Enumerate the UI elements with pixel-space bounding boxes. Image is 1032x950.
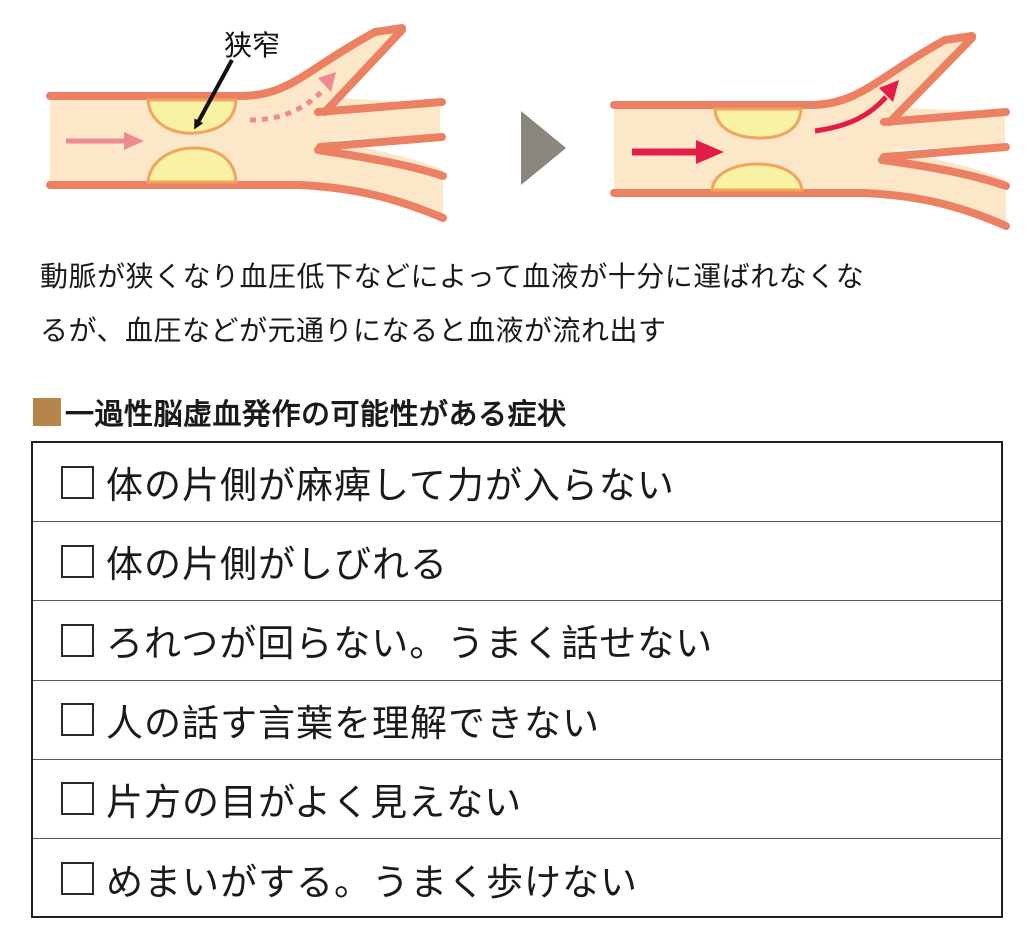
checklist-item-text: 片方の目がよく見えない — [106, 780, 523, 824]
explanation-caption: 動脈が狭くなり血圧低下などによって血液が十分に運ばれなくな るが、血圧などが元通… — [40, 250, 1015, 358]
checkbox-icon[interactable] — [61, 862, 94, 896]
left-upper-branch-wall — [321, 26, 406, 116]
checklist-item[interactable]: 体の片側がしびれる — [33, 522, 1001, 602]
left-vessel-top-wall — [46, 24, 406, 100]
caption-line-2: るが、血圧などが元通りになると血液が流れ出す — [40, 314, 667, 347]
checklist-item-text: ろれつが回らない。うまく話せない — [106, 622, 714, 666]
checklist-item[interactable]: ろれつが回らない。うまく話せない — [33, 601, 1001, 681]
right-upper-branch-wall — [886, 34, 976, 126]
left-middle-branch-top-wall — [314, 98, 446, 116]
checklist-item-text: 人の話す言葉を理解できない — [106, 701, 600, 745]
checkbox-icon[interactable] — [61, 623, 94, 657]
checkbox-icon[interactable] — [61, 703, 94, 737]
weak-flow-arrow-head — [124, 132, 144, 150]
checklist-item[interactable]: 体の片側が麻痺して力が入らない — [33, 443, 1001, 523]
section-title-text: 一過性脳虚血発作の可能性がある症状 — [65, 397, 567, 431]
section-heading: 一過性脳虚血発作の可能性がある症状 — [33, 389, 567, 435]
checkbox-icon[interactable] — [61, 544, 94, 578]
left-middle-branch-bottom-wall — [316, 133, 446, 151]
dotted-flow-arrow-head — [318, 72, 336, 92]
caption-line-1: 動脈が狭くなり血圧低下などによって血液が十分に運ばれなくな — [40, 260, 865, 293]
restored-artery — [610, 32, 1010, 230]
left-lower-plaque — [146, 146, 238, 184]
right-lower-plaque — [710, 162, 804, 192]
left-vessel-body — [50, 28, 443, 215]
square-marker-icon — [33, 398, 61, 426]
right-upper-plaque — [713, 107, 803, 140]
right-triangle-arrow-icon — [521, 111, 566, 185]
right-vessel-bottom-wall — [610, 189, 1010, 230]
left-vessel-bottom-wall — [46, 181, 447, 222]
dotted-flow-arrow — [249, 86, 327, 123]
branch-flow-arrow — [814, 95, 888, 134]
strong-flow-arrow-head — [696, 140, 724, 164]
checklist-item-text: めまいがする。うまく歩けない — [106, 860, 638, 904]
symptom-checklist: 体の片側が麻痺して力が入らない 体の片側がしびれる ろれつが回らない。うまく話せ… — [31, 441, 1003, 918]
checklist-item-text: 体の片側が麻痺して力が入らない — [106, 464, 675, 508]
left-upper-plaque — [146, 98, 238, 135]
branch-flow-arrow-head — [879, 80, 899, 102]
left-lower-branch-wall — [314, 146, 447, 180]
checkbox-icon[interactable] — [61, 465, 94, 499]
checklist-item[interactable]: 片方の目がよく見えない — [33, 760, 1001, 839]
right-lower-branch-wall — [878, 156, 1010, 190]
right-middle-branch-bottom-wall — [880, 143, 1010, 161]
right-middle-branch-top-wall — [880, 108, 1010, 126]
right-vessel-top-wall — [610, 32, 976, 109]
right-vessel-body — [614, 36, 1006, 222]
checklist-item-text: 体の片側がしびれる — [106, 543, 448, 587]
stenosis-label: 狭窄 — [224, 29, 280, 62]
narrowed-artery: 狭窄 — [46, 24, 447, 222]
checkbox-icon[interactable] — [61, 782, 94, 816]
checklist-item[interactable]: めまいがする。うまく歩けない — [33, 839, 1001, 918]
artery-illustration: 狭窄 — [46, 24, 1010, 230]
pointer-arrow-icon — [194, 59, 234, 130]
checklist-item[interactable]: 人の話す言葉を理解できない — [33, 681, 1001, 760]
